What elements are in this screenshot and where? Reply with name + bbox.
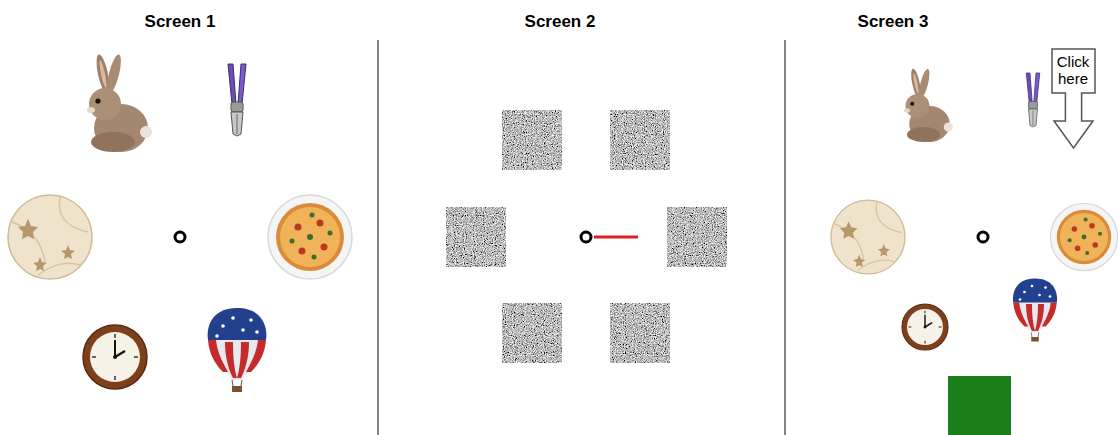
screen-title: Screen 3 [858, 12, 929, 32]
divider-line [784, 40, 785, 435]
divider-line [377, 40, 378, 435]
screen-title: Screen 2 [525, 12, 596, 32]
screen-two-masks [446, 110, 727, 363]
screen-one-objects [8, 53, 352, 392]
screen-title: Screen 1 [145, 12, 216, 32]
response-square [948, 376, 1011, 435]
callout-arrow: Click here [1051, 48, 1096, 149]
callout-text: Click here [1057, 53, 1090, 88]
callout-arrow-shape [1052, 49, 1095, 148]
